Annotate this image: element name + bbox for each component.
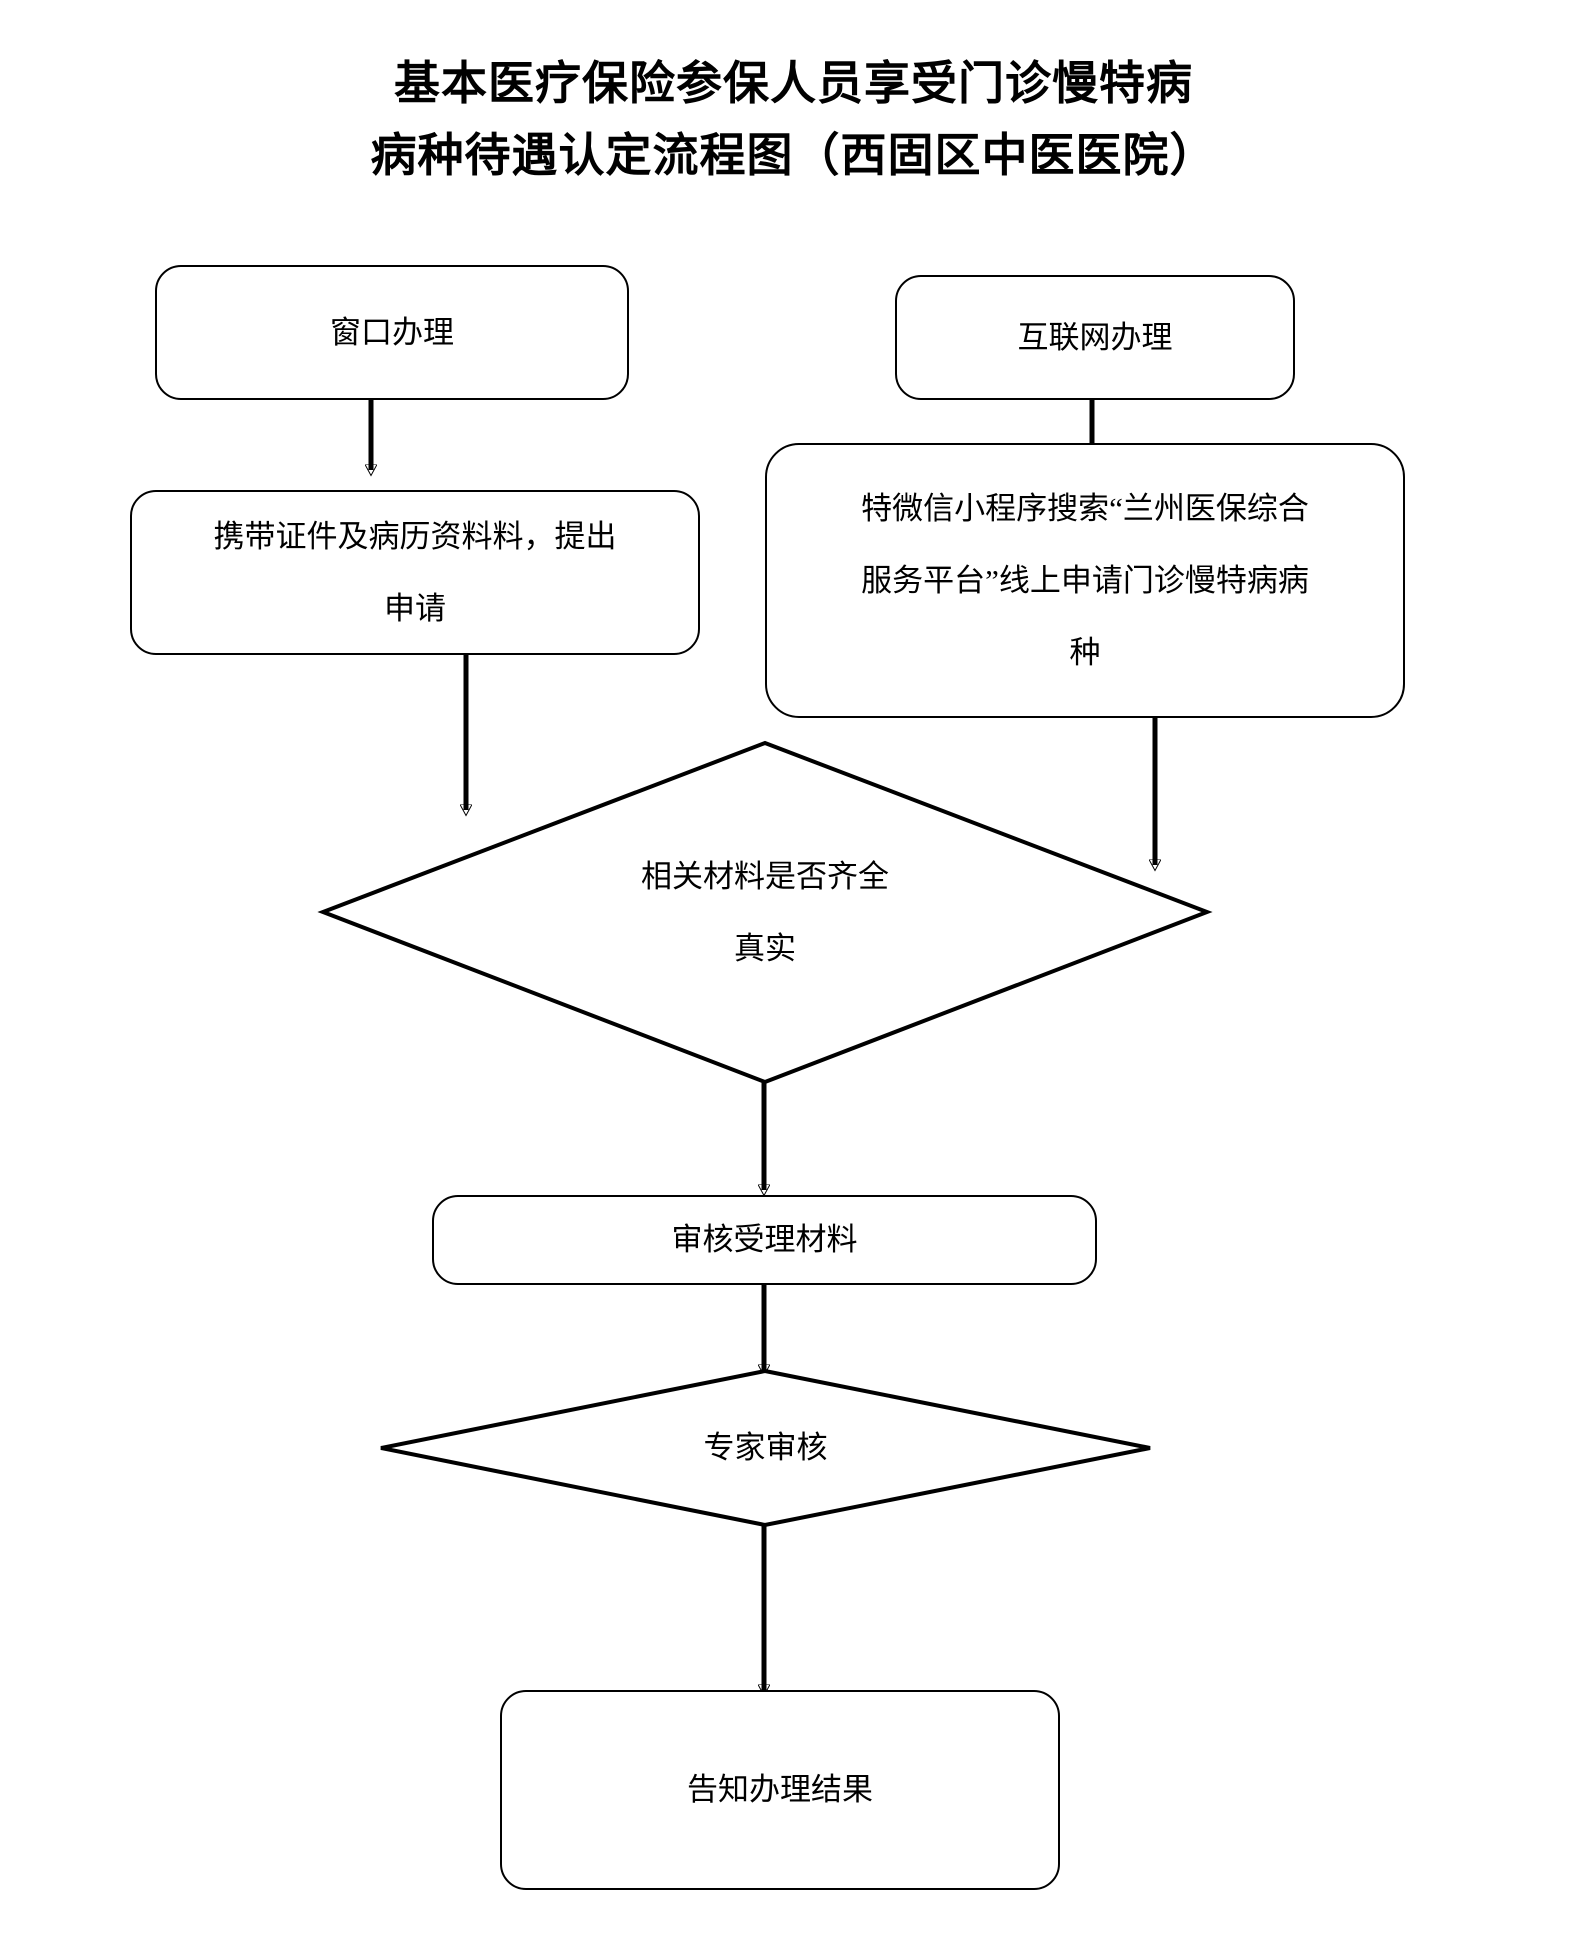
node-window-handling[interactable]: 窗口办理 bbox=[155, 265, 629, 400]
node-bring-documents[interactable]: 携带证件及病历资料料，提出 申请 bbox=[130, 490, 700, 655]
node-internet-handling[interactable]: 互联网办理 bbox=[895, 275, 1295, 400]
diamond-shape-expert bbox=[380, 1368, 1151, 1528]
node-notify-result[interactable]: 告知办理结果 bbox=[500, 1690, 1060, 1890]
node-wechat-miniprogram[interactable]: 特微信小程序搜索“兰州医保综合 服务平台”线上申请门诊慢特病病 种 bbox=[765, 443, 1405, 718]
page-title: 基本医疗保险参保人员享受门诊慢特病 病种待遇认定流程图（西固区中医医院） bbox=[370, 58, 1217, 181]
diamond-shape bbox=[317, 740, 1213, 1085]
node-review-materials[interactable]: 审核受理材料 bbox=[432, 1195, 1097, 1285]
node-materials-complete[interactable]: 相关材料是否齐全 真实 bbox=[317, 740, 1213, 1085]
node-expert-review[interactable]: 专家审核 bbox=[378, 1368, 1153, 1528]
